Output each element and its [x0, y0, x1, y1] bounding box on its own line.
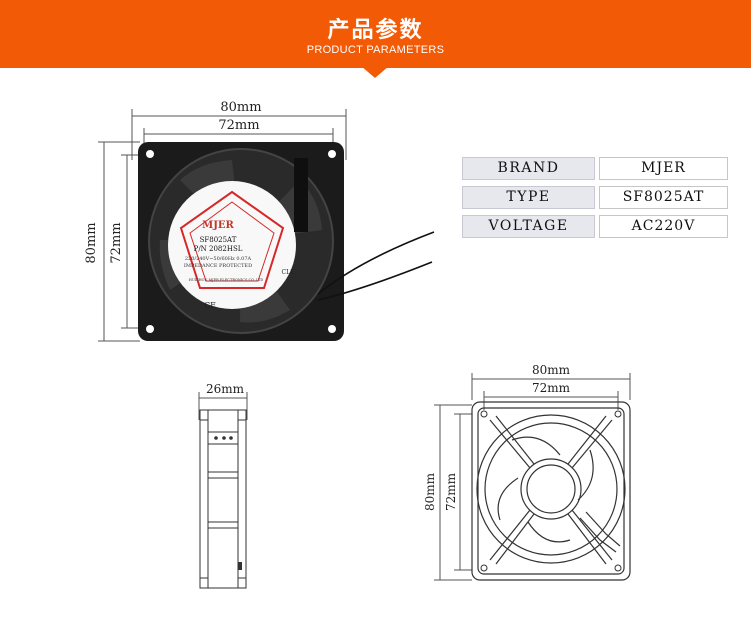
- spec-value: MJER: [599, 157, 728, 180]
- label-maker: HUIZHOU MJER ELECTRONICS CO.,LTD: [189, 278, 264, 282]
- spec-row-brand: BRAND MJER: [462, 157, 728, 180]
- spec-key: BRAND: [462, 157, 595, 180]
- spec-table: BRAND MJER TYPE SF8025AT VOLTAGE AC220V: [462, 157, 728, 244]
- front-dim-inner-width: 72mm: [532, 381, 571, 395]
- front-dim-inner-height: 72mm: [444, 472, 458, 511]
- spec-value: AC220V: [599, 215, 728, 238]
- photo-dim-inner-width: 72mm: [218, 118, 259, 133]
- spec-key: VOLTAGE: [462, 215, 595, 238]
- fan-wires: [317, 231, 435, 301]
- front-view-drawing: 80mm 72mm 80mm 72mm: [423, 363, 631, 581]
- spec-row-voltage: VOLTAGE AC220V: [462, 215, 728, 238]
- header-banner: 产品参数 PRODUCT PARAMETERS: [0, 0, 751, 68]
- label-pn: P/N 2082HSL: [194, 245, 243, 253]
- front-dim-outer-height: 80mm: [423, 472, 437, 511]
- photo-dim-outer-height: 80mm: [84, 222, 99, 263]
- front-dim-outer-width: 80mm: [532, 363, 571, 377]
- side-view-drawing: 26mm: [198, 382, 248, 589]
- label-impedance: IMPEDANCE PROTECTED: [184, 263, 252, 269]
- photo-dim-inner-height: 72mm: [109, 222, 124, 263]
- label-ce: CE: [204, 301, 216, 310]
- fan-photo: MJER SF8025AT P/N 2082HSL 220/240V~50/60…: [138, 142, 344, 341]
- label-rating: 220/240V~50/60Hz 0.07A: [185, 256, 252, 262]
- photo-dim-outer-width: 80mm: [220, 100, 261, 115]
- label-model: SF8025AT: [200, 236, 237, 244]
- page-subtitle: PRODUCT PARAMETERS: [306, 44, 445, 56]
- spec-key: TYPE: [462, 186, 595, 209]
- label-brand: MJER: [202, 220, 234, 231]
- header-notch: [361, 66, 389, 78]
- spec-row-type: TYPE SF8025AT: [462, 186, 728, 209]
- label-cle: CLE: [282, 269, 295, 276]
- side-dim-depth: 26mm: [206, 382, 245, 396]
- page-title: 产品参数: [327, 18, 424, 43]
- spec-value: SF8025AT: [599, 186, 728, 209]
